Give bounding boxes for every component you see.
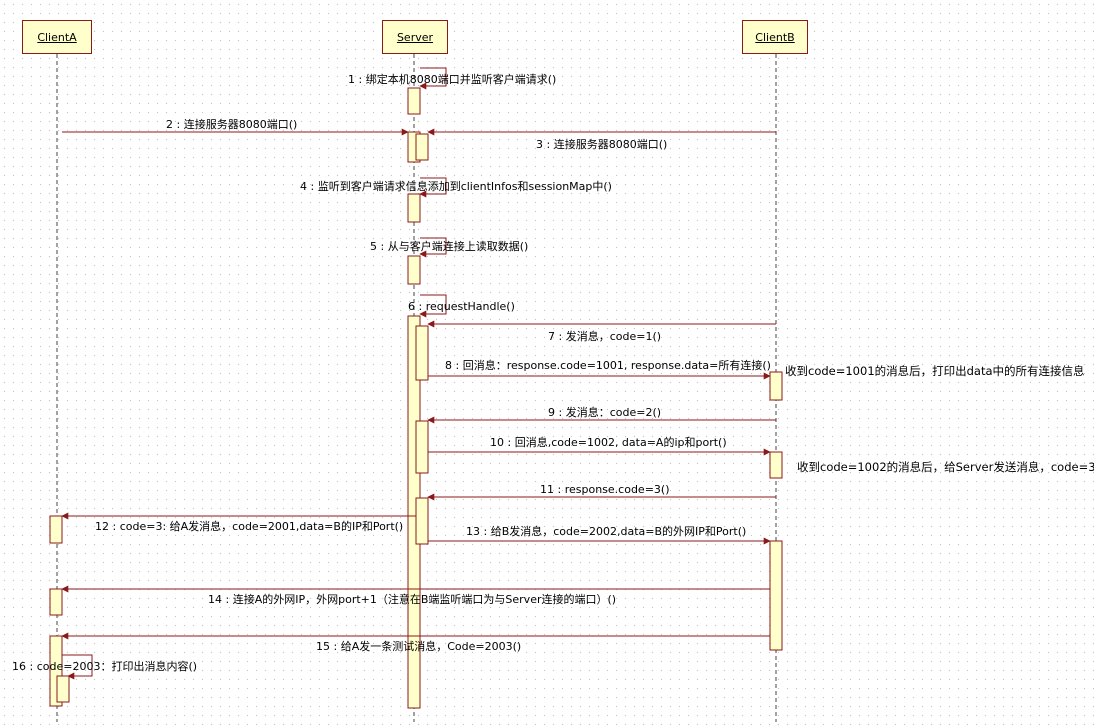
message-separator: : (480, 525, 491, 538)
activation-bar (407, 193, 421, 223)
message-number: 10 (490, 436, 504, 449)
activation-bar (415, 325, 429, 381)
message-separator: : (554, 483, 565, 496)
message-separator: : (555, 406, 566, 419)
activation-bar (407, 87, 421, 115)
message-number: 14 (208, 593, 222, 606)
message-text: 回消息：response.code=1001, response.data=所有… (462, 359, 771, 372)
activation-bar (415, 133, 429, 161)
message-separator: : (377, 240, 388, 253)
message-text: 绑定本机8080端口并监听客户端请求() (365, 73, 557, 86)
message-separator: : (173, 118, 184, 131)
message-text: 连接服务器8080端口() (183, 118, 298, 131)
message-number: 5 (370, 240, 377, 253)
message-number: 3 (536, 138, 543, 151)
message-number: 4 (300, 180, 307, 193)
message-separator: : (330, 640, 341, 653)
message-label-5[interactable]: 5 : 从与客户端连接上读取数据() (370, 240, 528, 253)
message-label-12[interactable]: 12 : code=3: 给A发消息，code=2001,data=B的IP和P… (95, 520, 403, 533)
message-text: 回消息,code=1002, data=A的ip和port() (514, 436, 727, 449)
message-number: 11 (540, 483, 554, 496)
self-message-arrow-4 (419, 177, 447, 198)
message-separator: : (555, 330, 566, 343)
message-label-6[interactable]: 6 : requestHandle() (408, 300, 515, 313)
message-number: 13 (466, 525, 480, 538)
message-text: requestHandle() (425, 300, 515, 313)
message-separator: : (109, 520, 120, 533)
activation-bar (407, 255, 421, 285)
message-text: code=3: 给A发消息，code=2001,data=B的IP和Port() (119, 520, 404, 533)
message-text: 连接A的外网IP，外网port+1（注意在B端监听端口为与Server连接的端口… (232, 593, 617, 606)
message-separator: : (452, 359, 463, 372)
message-text: 从与客户端连接上读取数据() (387, 240, 529, 253)
message-label-10[interactable]: 10 : 回消息,code=1002, data=A的ip和port() (490, 436, 727, 449)
lifeline-head-server[interactable]: Server (382, 20, 448, 54)
message-number: 1 (348, 73, 355, 86)
message-text: 给B发消息，code=2002,data=B的外网IP和Port() (490, 525, 747, 538)
message-separator: : (26, 660, 37, 673)
message-text: 监听到客户端请求信息添加到clientInfos和sessionMap中() (317, 180, 612, 193)
activation-bar (56, 675, 70, 703)
message-label-7[interactable]: 7 : 发消息，code=1() (548, 330, 661, 343)
lifeline-head-clientb[interactable]: ClientB (742, 20, 808, 54)
message-text: 连接服务器8080端口() (553, 138, 668, 151)
activation-bar (49, 588, 63, 616)
message-number: 9 (548, 406, 555, 419)
message-label-11[interactable]: 11 : response.code=3() (540, 483, 670, 496)
message-text: 给A发一条测试消息，Code=2003() (340, 640, 522, 653)
message-text: 发消息，code=1() (565, 330, 662, 343)
message-number: 15 (316, 640, 330, 653)
message-label-2[interactable]: 2 : 连接服务器8080端口() (166, 118, 297, 131)
message-number: 2 (166, 118, 173, 131)
message-text: response.code=3() (564, 483, 670, 496)
message-label-15[interactable]: 15 : 给A发一条测试消息，Code=2003() (316, 640, 521, 653)
message-text: code=2003：打印出消息内容() (36, 660, 198, 673)
activation-bar (769, 371, 783, 401)
message-label-1[interactable]: 1 : 绑定本机8080端口并监听客户端请求() (348, 73, 556, 86)
self-message-arrow-5 (419, 237, 447, 258)
message-label-4[interactable]: 4 : 监听到客户端请求信息添加到clientInfos和sessionMap中… (300, 180, 612, 193)
message-number: 12 (95, 520, 109, 533)
message-number: 16 (12, 660, 26, 673)
message-separator: : (355, 73, 366, 86)
activation-bar (769, 451, 783, 479)
lifeline-head-clienta[interactable]: ClientA (22, 20, 92, 54)
message-label-3[interactable]: 3 : 连接服务器8080端口() (536, 138, 667, 151)
self-message-arrow-1 (419, 67, 447, 90)
message-label-14[interactable]: 14 : 连接A的外网IP，外网port+1（注意在B端监听端口为与Server… (208, 593, 616, 606)
message-separator: : (222, 593, 233, 606)
message-separator: : (543, 138, 554, 151)
message-separator: : (307, 180, 318, 193)
activation-bar (769, 540, 783, 651)
note-text: 收到code=1001的消息后，打印出data中的所有连接信息 (785, 364, 1085, 378)
activation-bar (49, 515, 63, 544)
message-text: 发消息：code=2() (565, 406, 662, 419)
note-text: 收到code=1002的消息后，给Server发送消息，code=3 (797, 460, 1094, 474)
message-number: 7 (548, 330, 555, 343)
message-label-13[interactable]: 13 : 给B发消息，code=2002,data=B的外网IP和Port() (466, 525, 746, 538)
activation-bar (415, 420, 429, 474)
message-label-16[interactable]: 16 : code=2003：打印出消息内容() (12, 660, 197, 673)
activation-bar (415, 497, 429, 545)
self-message-arrow-16 (62, 654, 93, 680)
message-label-9[interactable]: 9 : 发消息：code=2() (548, 406, 661, 419)
message-separator: : (415, 300, 426, 313)
message-label-8[interactable]: 8 : 回消息：response.code=1001, response.dat… (445, 359, 771, 372)
message-number: 8 (445, 359, 452, 372)
self-message-arrow-6 (419, 294, 447, 318)
message-number: 6 (408, 300, 415, 313)
message-separator: : (504, 436, 515, 449)
